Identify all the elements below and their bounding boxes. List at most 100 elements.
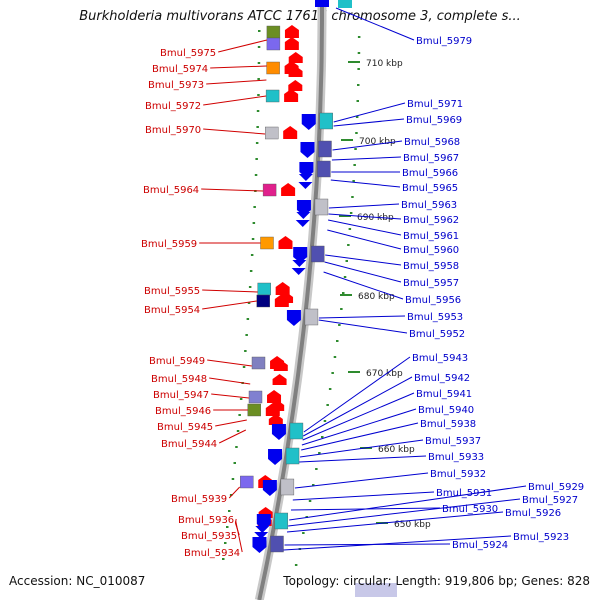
gene-block xyxy=(310,245,325,263)
label-leader xyxy=(318,319,408,334)
tick-dot-left xyxy=(238,414,241,416)
tick-dot-right xyxy=(342,292,345,294)
gene-label-reverse: Bmul_5927 xyxy=(522,495,578,506)
tick-dot-left xyxy=(254,174,258,176)
tick-dot-right xyxy=(349,212,353,214)
tick-dot-left xyxy=(228,510,231,512)
label-leader xyxy=(299,455,427,463)
tick-dot-right xyxy=(326,404,329,406)
gene-label-reverse: Bmul_5932 xyxy=(430,469,486,480)
label-leader xyxy=(209,377,251,385)
gene-label-forward: Bmul_5954 xyxy=(144,305,200,316)
forward-arrow xyxy=(284,89,299,102)
kbp-label: 710 kbp xyxy=(366,59,403,69)
gene-label-reverse: Bmul_5941 xyxy=(416,389,472,400)
gene-label-forward: Bmul_5945 xyxy=(157,422,213,433)
label-leader xyxy=(301,422,419,451)
label-leader xyxy=(215,419,247,427)
gene-label-reverse: Bmul_5952 xyxy=(409,329,465,340)
gene-label-reverse: Bmul_5963 xyxy=(401,200,457,211)
label-leader xyxy=(328,203,400,209)
reverse-arrow xyxy=(268,449,283,465)
gene-label-reverse: Bmul_5943 xyxy=(412,353,468,364)
label-leader xyxy=(207,359,252,367)
reverse-arrow xyxy=(293,247,308,263)
tick-dot-left xyxy=(252,222,256,224)
forward-arrow xyxy=(279,292,294,303)
tick-dot-left xyxy=(255,142,259,144)
gene-block xyxy=(247,403,262,417)
tick-dot-right xyxy=(355,116,359,118)
tick-dot-right xyxy=(321,436,324,438)
gene-label-reverse: Bmul_5968 xyxy=(404,137,460,148)
label-leader xyxy=(218,39,268,53)
tick-dot-left xyxy=(251,238,255,240)
gene-block xyxy=(338,0,352,8)
tick-dot-right xyxy=(353,164,356,166)
gene-label-forward: Bmul_5964 xyxy=(143,185,199,196)
gene-label-forward: Bmul_5935 xyxy=(181,531,237,542)
tick-dot-left xyxy=(236,430,240,432)
gene-block xyxy=(265,89,280,103)
gene-label-reverse: Bmul_5958 xyxy=(403,261,459,272)
reverse-arrow xyxy=(252,537,267,553)
gene-label-reverse: Bmul_5960 xyxy=(403,245,459,256)
gene-block xyxy=(266,25,281,39)
gene-block xyxy=(248,390,263,404)
gene-label-reverse: Bmul_5940 xyxy=(418,405,474,416)
gene-block xyxy=(262,183,277,197)
topology-text: Topology: circular; Length: 919,806 bp; … xyxy=(283,574,590,588)
label-leader xyxy=(332,140,403,151)
label-leader xyxy=(318,315,406,319)
gene-label-forward: Bmul_5974 xyxy=(152,64,208,75)
gene-label-reverse: Bmul_5930 xyxy=(442,504,498,515)
gene-label-reverse: Bmul_5957 xyxy=(403,278,459,289)
gene-label-reverse: Bmul_5926 xyxy=(505,508,561,519)
gene-label-reverse: Bmul_5937 xyxy=(425,436,481,447)
gene-label-reverse: Bmul_5942 xyxy=(414,373,470,384)
tick-dot-right xyxy=(333,356,337,358)
label-leader xyxy=(289,485,527,521)
gene-label-reverse: Bmul_5967 xyxy=(403,153,459,164)
forward-arrow xyxy=(278,236,293,249)
reverse-arrow xyxy=(254,532,269,539)
forward-arrow xyxy=(270,400,285,411)
gene-label-forward: Bmul_5973 xyxy=(148,80,204,91)
tick-dot-left xyxy=(231,478,235,480)
tick-dot-right xyxy=(347,244,350,246)
tick-dot-right xyxy=(323,420,327,422)
tick-dot-left xyxy=(256,126,259,128)
gene-label-forward: Bmul_5970 xyxy=(145,125,201,136)
tick-dot-right xyxy=(357,84,360,86)
gene-label-reverse: Bmul_5969 xyxy=(406,115,462,126)
tick-dot-right xyxy=(357,68,360,70)
gene-block xyxy=(314,198,329,216)
gene-block xyxy=(304,308,319,326)
tick-dot-right xyxy=(340,308,343,310)
tick-dot-left xyxy=(255,158,258,160)
kbp-label: 670 kbp xyxy=(366,369,403,379)
tick-dot-right xyxy=(315,468,318,470)
tick-dot-left xyxy=(239,398,243,400)
label-leader xyxy=(330,179,401,188)
gene-block xyxy=(318,140,332,158)
tick-dot-left xyxy=(226,526,229,528)
reverse-arrow xyxy=(298,174,313,181)
forward-arrow xyxy=(283,126,298,139)
tick-dot-left xyxy=(257,46,261,48)
label-leader xyxy=(201,188,264,192)
label-leader xyxy=(328,213,402,220)
tick-dot-right xyxy=(338,324,341,326)
forward-arrow xyxy=(284,37,299,50)
gene-label-reverse: Bmul_5962 xyxy=(403,215,459,226)
tick-dot-right xyxy=(357,36,361,38)
label-leader xyxy=(203,95,267,106)
tick-dot-right xyxy=(343,276,347,278)
tick-dot-left xyxy=(242,366,246,368)
forward-arrow xyxy=(288,52,303,63)
reverse-arrow xyxy=(295,220,310,227)
forward-arrow xyxy=(281,183,296,196)
reverse-arrow xyxy=(300,142,315,158)
gene-label-forward: Bmul_5934 xyxy=(184,548,240,559)
